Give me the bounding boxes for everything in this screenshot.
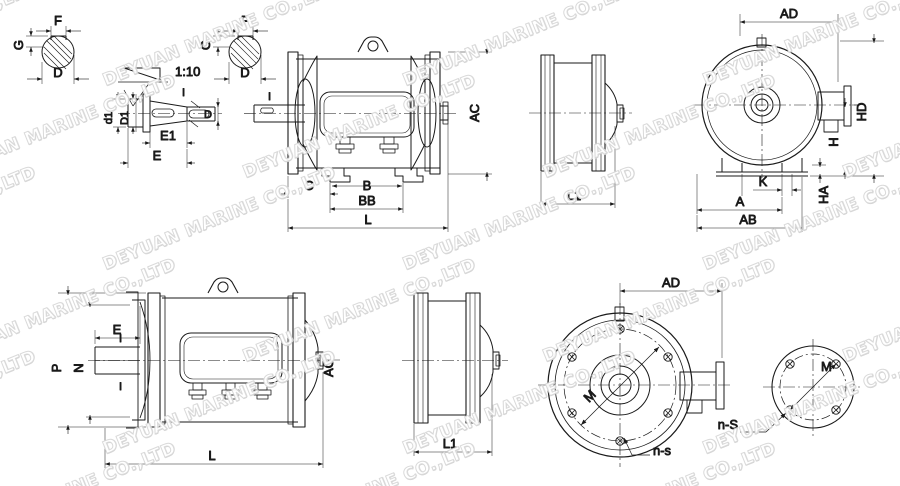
dim-AD-flange: AD [662, 275, 680, 290]
dim-AC-bottom: AC [321, 359, 336, 377]
view-end-top: AD HD H HA [694, 6, 884, 232]
dim-D-left: D [53, 65, 62, 80]
dim-D1: D1 [119, 111, 131, 125]
dim-HA: HA [816, 186, 831, 204]
view-taper-detail: 1:10 [103, 64, 222, 168]
view-side-bottom: L1 [402, 292, 508, 456]
dim-G-right: G [198, 40, 213, 50]
dim-E-bottom: E [113, 322, 122, 337]
dim-L-top: L [364, 212, 371, 227]
dim-G-left: G [11, 40, 26, 50]
dim-D-right: D [240, 65, 249, 80]
taper-ratio-label: 1:10 [175, 64, 200, 79]
section-mark-I-main-top: I [268, 91, 271, 103]
dim-M-bolt-circle: M [821, 359, 832, 374]
section-mark-I-taper: I [182, 87, 185, 99]
view-keyway-detail-left: F G D [11, 13, 89, 84]
dim-HD: HD [854, 103, 869, 122]
dim-BB: BB [358, 193, 375, 208]
view-main-front-bottom: I I [49, 277, 340, 468]
dim-AC-top: AC [467, 104, 482, 122]
view-side-top: L1 [529, 54, 632, 208]
label-n-s-flange: n-s [653, 443, 672, 458]
dim-E: E [153, 148, 162, 163]
dim-P: P [49, 364, 64, 373]
dim-E1: E1 [160, 128, 176, 143]
dim-N: N [71, 363, 86, 372]
dim-F-left: F [54, 13, 62, 28]
dim-L1-bottom: L1 [443, 436, 457, 451]
dim-d1: d1 [103, 112, 115, 124]
view-bolt-circle: M n-S [717, 339, 863, 437]
section-mark-I-bottom-b: I [119, 381, 122, 393]
dim-H: H [826, 137, 841, 146]
view-main-front-top: I [244, 36, 492, 232]
dim-AD-top: AD [780, 6, 798, 21]
dim-B: B [363, 178, 372, 193]
dim-F-right: F [241, 13, 249, 28]
dim-L-bottom: L [208, 448, 215, 463]
dim-A: A [736, 194, 745, 209]
dim-C: C [304, 178, 313, 193]
view-flange-face: M n-s AD [538, 275, 730, 467]
view-keyway-detail-right: F G D [198, 13, 276, 84]
dim-K: K [759, 174, 768, 189]
dim-L1-top: L1 [567, 188, 581, 203]
dim-AB: AB [739, 212, 756, 227]
label-n-S-bolt-circle: n-S [718, 417, 739, 432]
dim-D-taper: D [204, 109, 212, 121]
